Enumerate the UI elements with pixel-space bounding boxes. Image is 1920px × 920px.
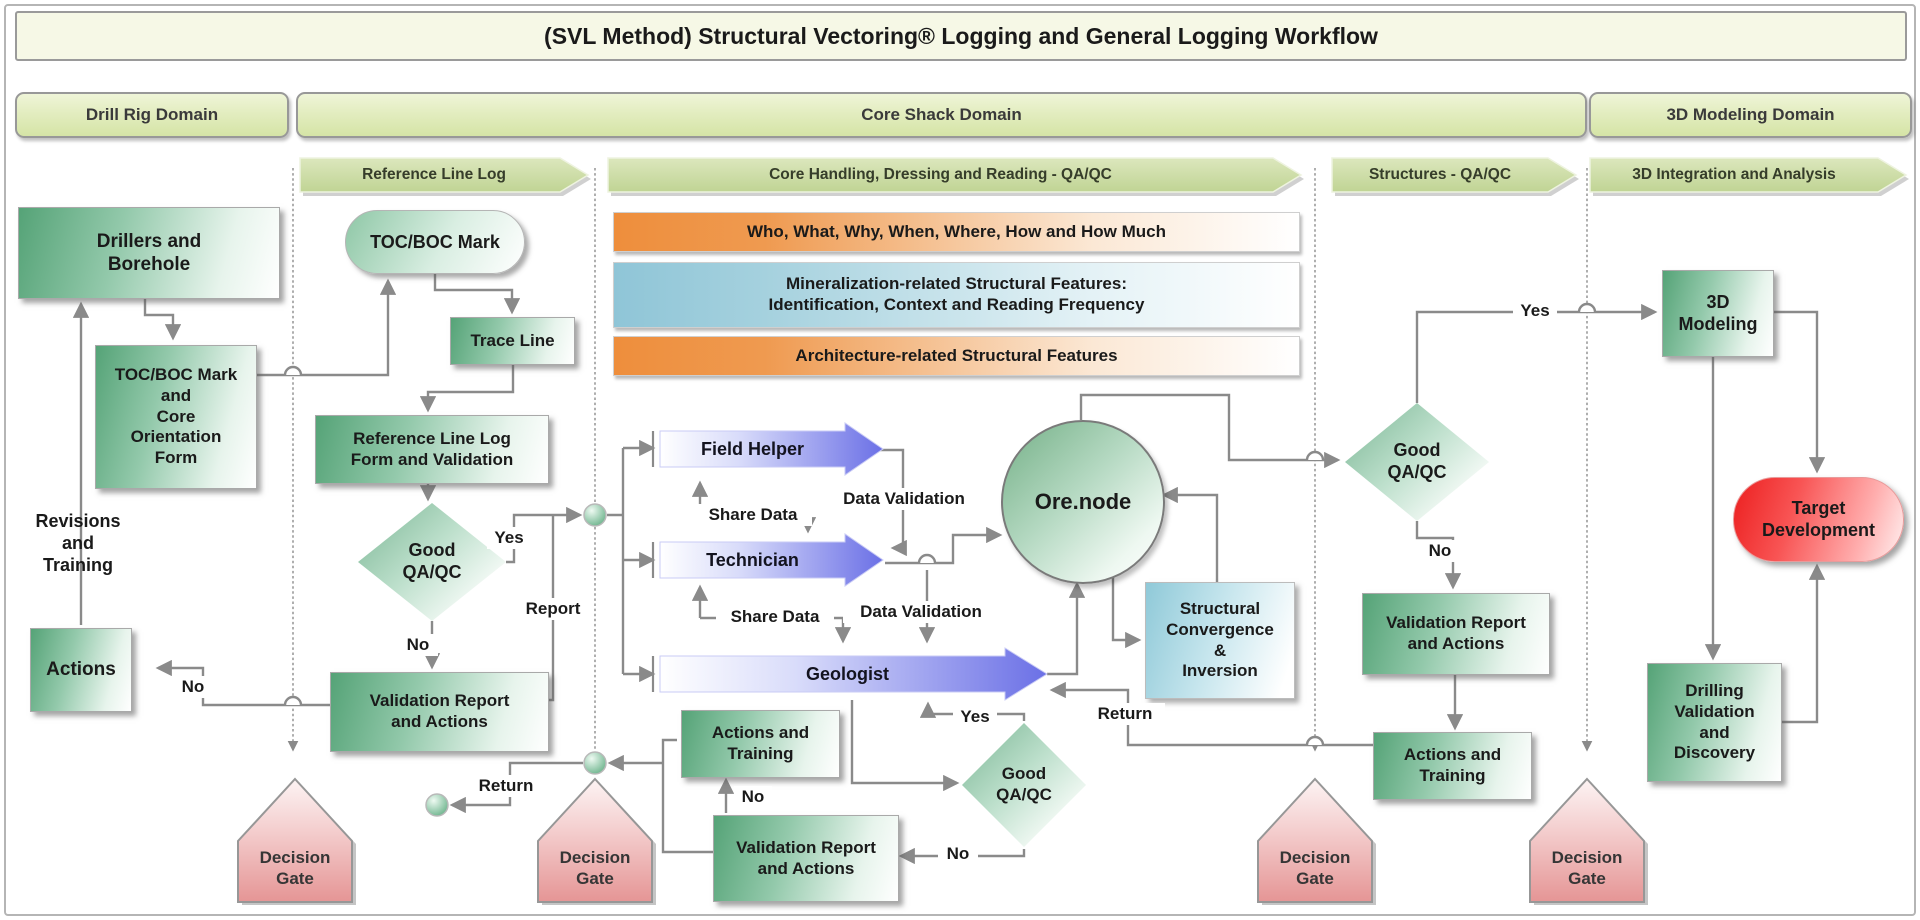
edge-label-no-ref: No: [398, 634, 438, 656]
geologist-arrow: [659, 647, 1048, 701]
node-trace-line: Trace Line: [450, 317, 575, 365]
edge-label-data-validation-2: Data Validation: [843, 601, 999, 623]
edge-label-yes-core: Yes: [953, 706, 997, 728]
edge-label-share-data-1: Share Data: [694, 504, 812, 526]
field-helper-arrow: [659, 422, 884, 476]
edge-label-share-data-2: Share Data: [716, 606, 834, 628]
node-3d-modeling: 3D Modeling: [1662, 270, 1774, 357]
phase-label-reference-line-log: Reference Line Log: [362, 166, 506, 183]
node-target-development: Target Development: [1733, 477, 1904, 562]
decision-gate-4: [1529, 777, 1645, 903]
edge-label-report: Report: [516, 598, 590, 620]
edge-label-no-structures: No: [1420, 540, 1460, 562]
edge-label-return-right: Return: [1085, 703, 1165, 725]
banner-mineralization: Mineralization-related Structural Featur…: [613, 262, 1300, 328]
edge-label-yes-structures: Yes: [1513, 300, 1557, 322]
label-decision-gate-1: Decision Gate: [259, 848, 331, 888]
node-drilling-validation: Drilling Validation and Discovery: [1647, 663, 1782, 782]
edge-label-yes-ref: Yes: [487, 527, 531, 549]
decision-gates: [237, 777, 1648, 905]
edge-label-no-actions: No: [170, 676, 216, 698]
domain-header-3d-modeling: 3D Modeling Domain: [1589, 92, 1912, 138]
label-geologist: Geologist: [805, 663, 889, 684]
node-validation-report-structures: Validation Report and Actions: [1362, 593, 1550, 675]
junction-ball-bottom: [583, 751, 607, 775]
page-title: (SVL Method) Structural Vectoring® Loggi…: [15, 11, 1907, 61]
junction-ball-return: [425, 793, 449, 817]
node-structural-convergence: Structural Convergence & Inversion: [1145, 582, 1295, 699]
banner-who-what: Who, What, Why, When, Where, How and How…: [613, 212, 1300, 252]
edge-label-no-core-validation: No: [938, 843, 978, 865]
edge-label-data-validation-1: Data Validation: [826, 488, 982, 510]
phase-arrows: [299, 157, 1909, 196]
node-toc-boc-form: TOC/BOC Mark and Core Orientation Form: [95, 345, 257, 489]
label-decision-gate-3: Decision Gate: [1279, 848, 1351, 888]
node-drillers-borehole: Drillers and Borehole: [18, 207, 280, 299]
node-validation-report-ref: Validation Report and Actions: [330, 672, 549, 752]
label-technician: Technician: [706, 549, 799, 570]
phase-arrow-structures: [1331, 157, 1578, 193]
banner-architecture: Architecture-related Structural Features: [613, 336, 1300, 376]
phase-label-3d-integration: 3D Integration and Analysis: [1632, 166, 1836, 183]
node-toc-boc-mark: TOC/BOC Mark: [345, 210, 525, 274]
technician-arrow: [659, 533, 884, 587]
node-actions: Actions: [30, 628, 132, 712]
node-actions-training-core: Actions and Training: [681, 710, 840, 778]
label-decision-gate-4: Decision Gate: [1551, 848, 1623, 888]
phase-arrow-core-handling: [607, 157, 1303, 193]
label-field-helper: Field Helper: [700, 438, 805, 459]
edge-label-no-core-training: No: [734, 786, 772, 808]
line-hops: [283, 302, 1597, 746]
node-ore-node: Ore.node: [1001, 420, 1165, 584]
phase-label-core-handling: Core Handling, Dressing and Reading - QA…: [769, 166, 1112, 183]
node-actions-training-structures: Actions and Training: [1373, 732, 1532, 800]
decision-gate-1: [237, 777, 353, 903]
decision-gate-3: [1257, 777, 1373, 903]
phase-arrow-3d-integration: [1589, 157, 1908, 193]
page-border: [4, 4, 1916, 916]
phase-arrow-reference-line-log: [299, 157, 590, 193]
decision-gate-2: [537, 777, 653, 903]
edge-label-return-left: Return: [466, 775, 546, 797]
phase-label-structures: Structures - QA/QC: [1368, 166, 1512, 183]
junction-connectors: [425, 503, 607, 817]
junction-ball-top: [583, 503, 607, 527]
domain-header-core-shack: Core Shack Domain: [296, 92, 1587, 138]
label-revisions-training: Revisions and Training: [35, 511, 121, 575]
label-decision-gate-2: Decision Gate: [559, 848, 631, 888]
node-validation-report-core: Validation Report and Actions: [713, 815, 899, 902]
node-ref-line-log-form: Reference Line Log Form and Validation: [315, 415, 549, 484]
role-arrows: [651, 422, 1048, 701]
domain-header-drill-rig: Drill Rig Domain: [15, 92, 289, 138]
